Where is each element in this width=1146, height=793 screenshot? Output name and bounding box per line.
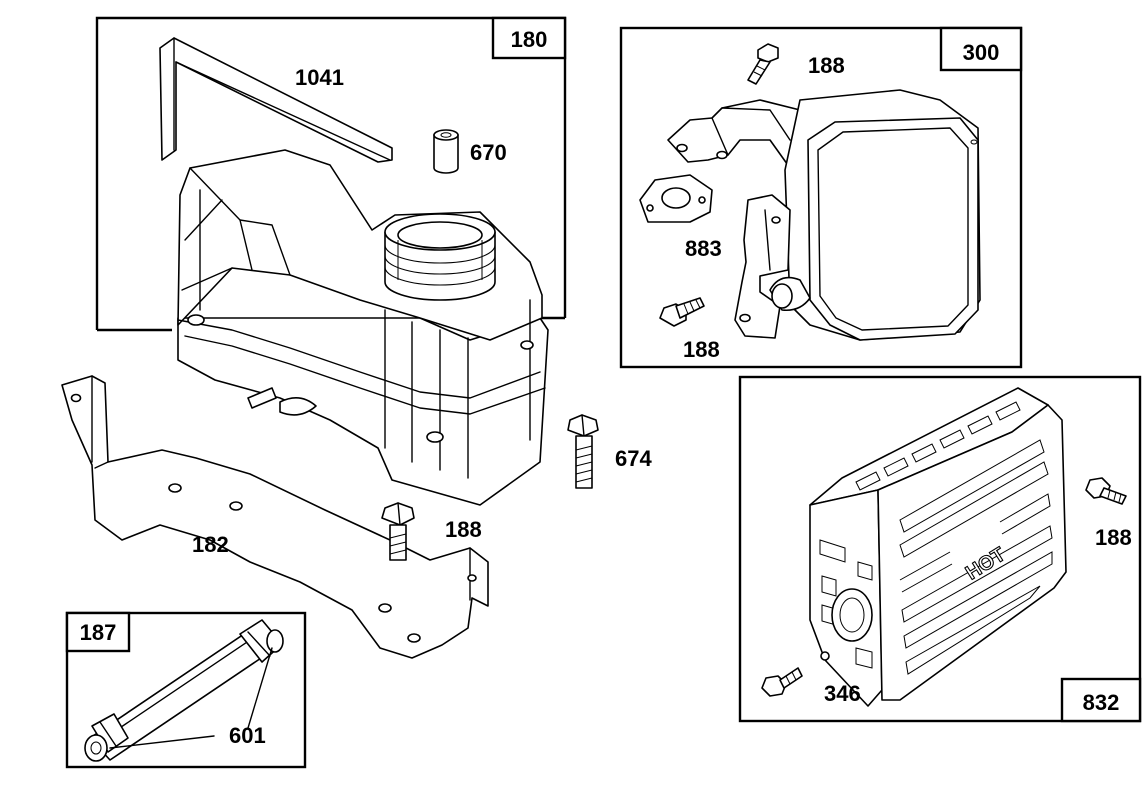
fuel-line-bracket (159, 37, 393, 163)
group-180: 180 1041 670 (95, 16, 567, 506)
label-188-guard: 188 (1095, 525, 1132, 550)
bolt-188-tank (381, 502, 415, 561)
label-670: 670 (470, 140, 507, 165)
group-180-tab (491, 16, 567, 60)
group-832-label: 832 (1083, 690, 1120, 715)
tank-bracket (61, 375, 489, 659)
leader-line-601-a (247, 647, 273, 729)
muffler-guard: HOT (809, 387, 1067, 707)
label-182: 182 (192, 532, 229, 557)
group-832-tab (1060, 677, 1142, 723)
group-300-label: 300 (963, 40, 1000, 65)
group-187-tab (65, 611, 131, 653)
group-180-label: 180 (511, 27, 548, 52)
fuel-tank (177, 149, 549, 506)
bolt-188-guard (1085, 477, 1127, 505)
exhaust-gasket (639, 174, 713, 223)
group-300-tab (939, 26, 1023, 72)
bolt-188-bottom (659, 297, 705, 327)
label-188-tank: 188 (445, 517, 482, 542)
bolt-674 (567, 414, 599, 489)
bolt-346 (761, 667, 803, 697)
bushing (433, 129, 459, 174)
label-1041: 1041 (295, 65, 344, 90)
group-300: 300 188 883 (619, 26, 1023, 369)
label-674: 674 (615, 446, 652, 471)
label-601: 601 (229, 723, 266, 748)
label-188-top: 188 (808, 53, 845, 78)
muffler (734, 89, 981, 341)
group-187-label: 187 (80, 620, 117, 645)
group-187: 187 601 (65, 611, 307, 769)
label-188-bottom: 188 (683, 337, 720, 362)
bolt-188-top (747, 43, 779, 85)
label-883: 883 (685, 236, 722, 261)
leader-line-601-b (109, 735, 215, 749)
group-832: 832 HOT (738, 375, 1142, 723)
label-346: 346 (824, 681, 861, 706)
